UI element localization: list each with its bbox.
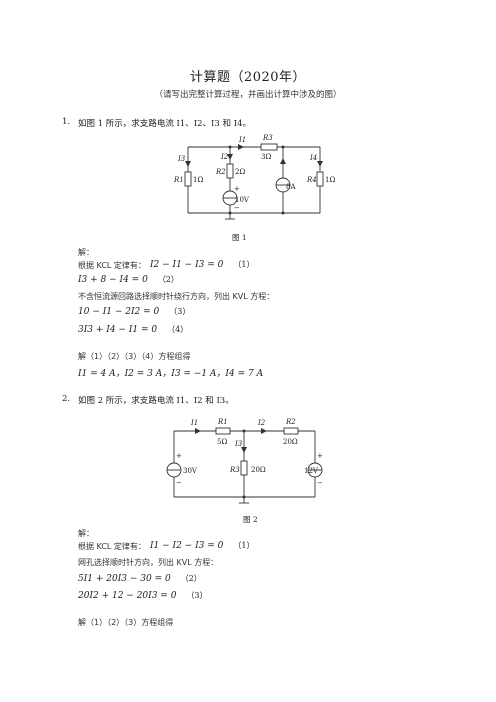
page-subtitle: （请写出完整计算过程，并画出计算中涉及的图）: [154, 90, 342, 100]
fig1-label-R3: R3: [262, 134, 273, 142]
fig1-value-R3: 3Ω: [261, 153, 271, 161]
fig2-value-R2: 20Ω: [283, 438, 298, 446]
fig2-value-V2: 12V: [304, 467, 319, 475]
fig1-label-I3: I3: [177, 155, 186, 163]
fig2-minus-right: −: [317, 479, 323, 487]
fig1-label-I4: I4: [309, 154, 317, 162]
figure-2-caption: 图 2: [243, 515, 258, 524]
fig2-label-I1: I1: [190, 419, 198, 427]
q1-number: 1.: [62, 117, 71, 127]
fig1-value-R1: 1Ω: [193, 176, 203, 184]
q2-kvl-intro: 网孔选择顺时针方向，列出 KVL 方程：: [78, 558, 219, 567]
fig1-label-R1: R1: [173, 176, 184, 184]
q2-eq1-tag: （1）: [233, 541, 255, 550]
fig2-plus-left: +: [176, 452, 182, 460]
q2-kcl-intro: 根据 KCL 定律有：: [78, 542, 146, 551]
q2-eq3: 20I2 + 12 − 20I3 = 0: [78, 591, 177, 601]
fig1-value-R4: 1Ω: [325, 176, 335, 184]
fig2-label-I3: I3: [234, 440, 243, 448]
page-title: 计算题（2020年）: [189, 70, 307, 85]
figure-2-circuit: I1 R1 5Ω I2 R2 20Ω I3 R3 20Ω + − 30V + −…: [166, 418, 323, 504]
fig1-value-V: 10V: [235, 196, 250, 204]
figure-1-circuit: I1 I3 I2 I4 R3 3Ω R1 1Ω R2 2Ω + − 10V 8A…: [173, 134, 335, 220]
fig2-label-R2: R2: [285, 418, 296, 426]
q1-solve-intro: 解（1）（2）（3）（4）方程组得: [78, 352, 191, 361]
fig2-label-R3: R3: [229, 466, 240, 474]
q2-eq2: 5I1 + 20I3 − 30 = 0: [78, 574, 171, 584]
q1-eq1: I2 − I1 − I3 = 0: [150, 260, 224, 270]
q1-eq3-tag: （3）: [169, 307, 191, 316]
fig1-label-I1: I1: [238, 136, 246, 144]
q1-kvl-intro: 不含恒流源回路选择顺时针绕行方向，列出 KVL 方程：: [78, 292, 275, 301]
fig1-label-I2: I2: [220, 153, 229, 161]
q1-kcl-intro: 根据 KCL 定律有：: [78, 261, 146, 270]
fig1-plus: +: [234, 185, 240, 193]
fig2-value-R3: 20Ω: [251, 466, 266, 474]
q2-solve-intro: 解（1）（2）（3）方程组得: [78, 618, 174, 627]
fig1-label-R4: R4: [306, 176, 317, 184]
q2-number: 2.: [62, 394, 71, 404]
fig2-label-I2: I2: [257, 419, 266, 427]
fig1-minus: −: [234, 204, 240, 212]
fig2-value-V1: 30V: [183, 467, 198, 475]
q2-eq2-tag: （2）: [180, 574, 202, 583]
q1-result: I1 = 4 A，I2 = 3 A，I3 = −1 A，I4 = 7 A: [78, 369, 264, 379]
q1-eq2: I3 + 8 − I4 = 0: [78, 275, 148, 285]
q1-eq4-tag: （4）: [167, 325, 189, 334]
q2-solution-label: 解：: [78, 529, 94, 538]
q2-prompt: 如图 2 所示，求支路电流 I1、I2 和 I3。: [78, 396, 234, 406]
fig2-label-R1: R1: [217, 418, 228, 426]
fig2-minus-left: −: [176, 479, 182, 487]
fig2-plus-right: +: [317, 452, 323, 460]
fig1-value-A: 8A: [286, 183, 296, 191]
fig1-value-R2: 2Ω: [235, 168, 245, 176]
figure-1-caption: 图 1: [232, 233, 247, 242]
q1-prompt: 如图 1 所示，求支路电流 I1、I2、I3 和 I4。: [78, 119, 251, 129]
q2-eq3-tag: （3）: [186, 591, 208, 600]
q1-eq4: 3I3 + I4 − I1 = 0: [78, 325, 158, 335]
q1-eq3: 10 − I1 − 2I2 = 0: [78, 307, 160, 317]
fig1-label-R2: R2: [215, 168, 226, 176]
q1-eq2-tag: （2）: [157, 275, 179, 284]
q1-solution-label: 解：: [78, 248, 94, 257]
fig2-value-R1: 5Ω: [217, 438, 227, 446]
q2-eq1: I1 − I2 − I3 = 0: [150, 541, 224, 551]
q1-eq1-tag: （1）: [233, 260, 255, 269]
